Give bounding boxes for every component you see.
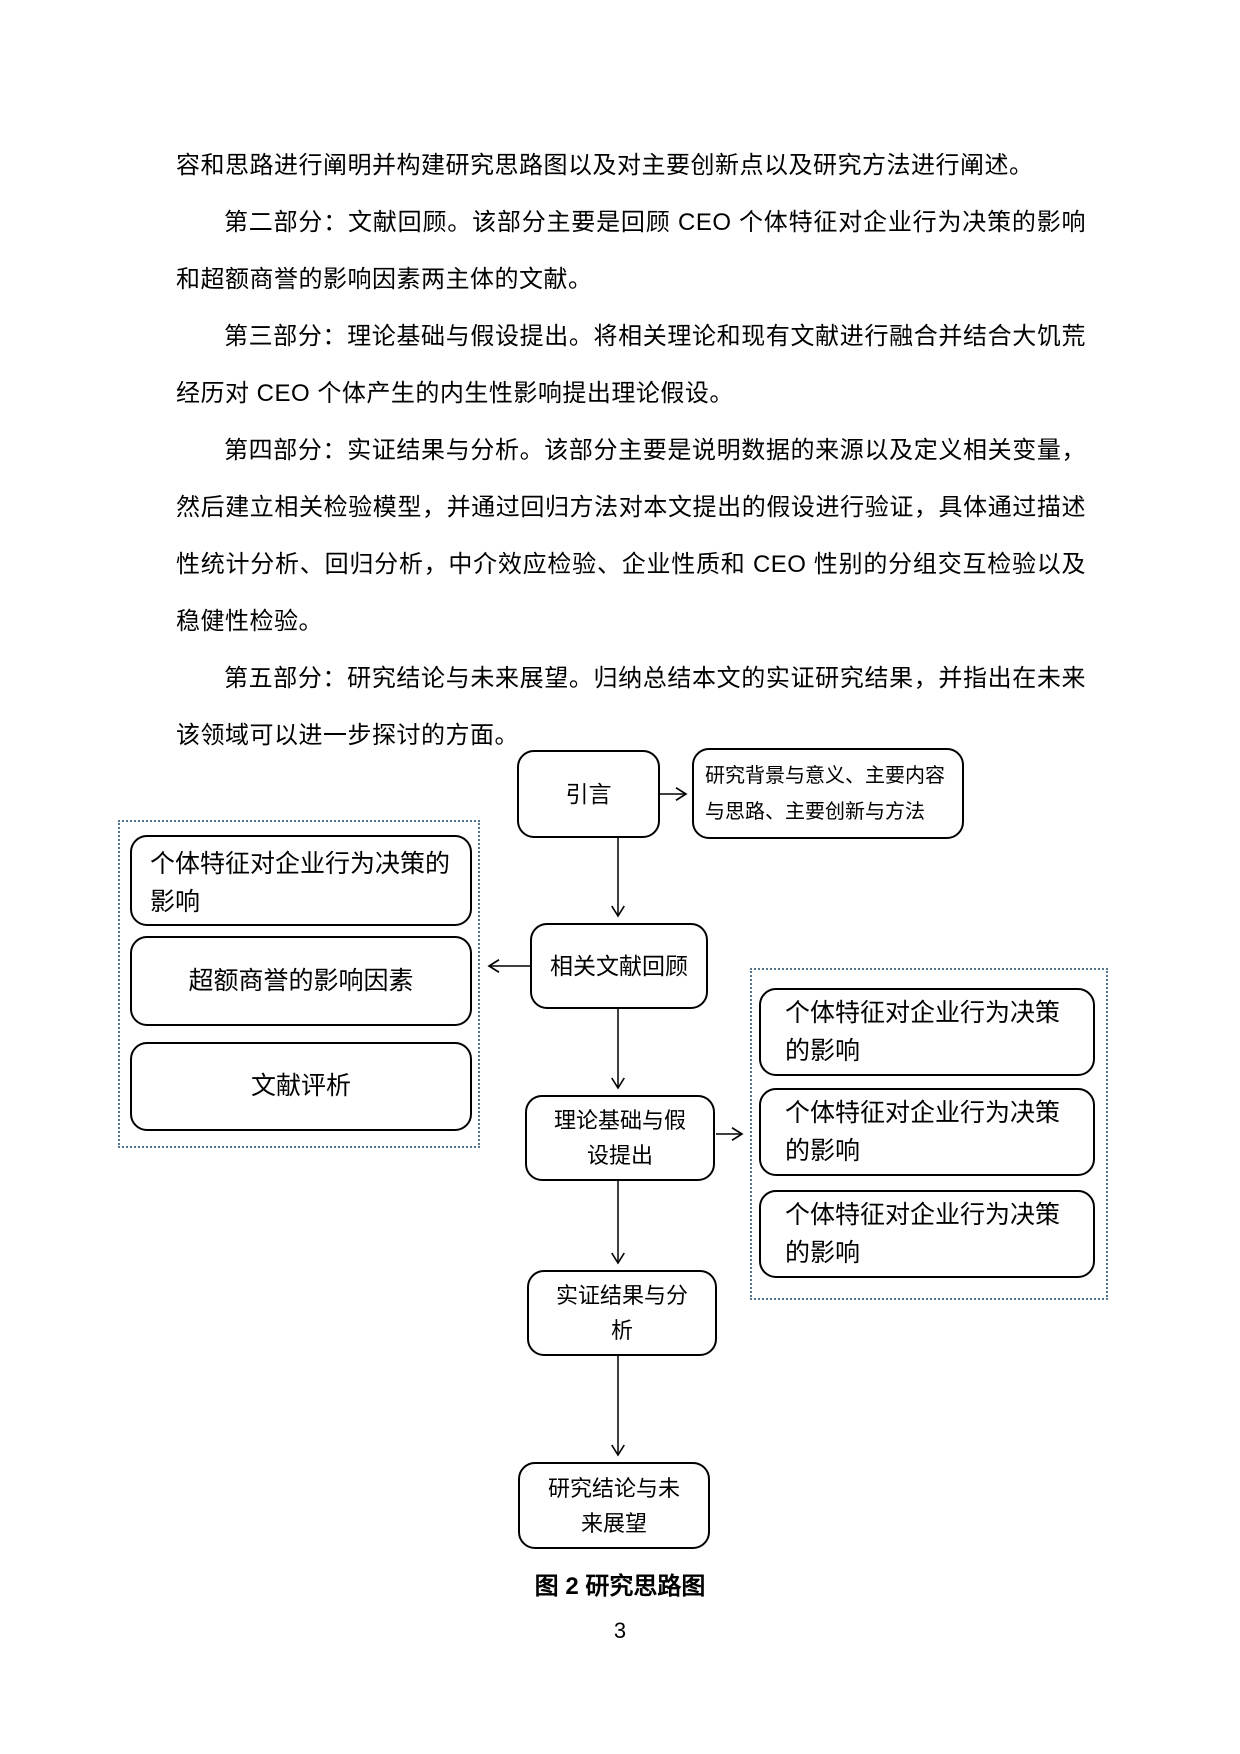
paragraph-part3: 第三部分：理论基础与假设提出。将相关理论和现有文献进行融合并结合大饥荒经历对 C… bbox=[176, 323, 1086, 407]
paragraph-continuation: 容和思路进行阐明并构建研究思路图以及对主要创新点以及研究方法进行阐述。 bbox=[176, 152, 1034, 179]
flow-node-individual-traits-left: 个体特征对企业行为决策的影响 bbox=[130, 835, 472, 926]
theory-group-box bbox=[750, 968, 1108, 1300]
paragraph-part4: 第四部分：实证结果与分析。该部分主要是说明数据的来源以及定义相关变量，然后建立相… bbox=[176, 437, 1086, 635]
body-text: 容和思路进行阐明并构建研究思路图以及对主要创新点以及研究方法进行阐述。 第二部分… bbox=[176, 137, 1086, 764]
flow-node-individual-traits-right-1: 个体特征对企业行为决策的影响 bbox=[759, 988, 1095, 1076]
flow-node-individual-traits-right-3: 个体特征对企业行为决策的影响 bbox=[759, 1190, 1095, 1278]
flow-node-introduction: 引言 bbox=[517, 750, 660, 838]
paragraph-part2: 第二部分：文献回顾。该部分主要是回顾 CEO 个体特征对企业行为决策的影响和超额… bbox=[176, 209, 1086, 293]
page-number: 3 bbox=[613, 1618, 627, 1643]
flow-node-introduction-detail: 研究背景与意义、主要内容与思路、主要创新与方法 bbox=[692, 748, 964, 839]
flow-node-individual-traits-right-2: 个体特征对企业行为决策的影响 bbox=[759, 1088, 1095, 1176]
flow-node-empirical-analysis: 实证结果与分析 bbox=[527, 1270, 717, 1356]
figure-caption: 图 2 研究思路图 bbox=[534, 1573, 706, 1600]
flow-node-conclusion-outlook: 研究结论与未来展望 bbox=[518, 1462, 710, 1549]
flow-node-literature-comment: 文献评析 bbox=[130, 1042, 472, 1131]
flow-node-theory-hypothesis: 理论基础与假设提出 bbox=[525, 1095, 715, 1181]
flow-node-excess-goodwill-factors: 超额商誉的影响因素 bbox=[130, 936, 472, 1026]
literature-review-group-box bbox=[118, 820, 480, 1148]
paragraph-part5: 第五部分：研究结论与未来展望。归纳总结本文的实证研究结果，并指出在未来该领域可以… bbox=[176, 665, 1086, 749]
flow-node-literature-review: 相关文献回顾 bbox=[530, 923, 708, 1009]
